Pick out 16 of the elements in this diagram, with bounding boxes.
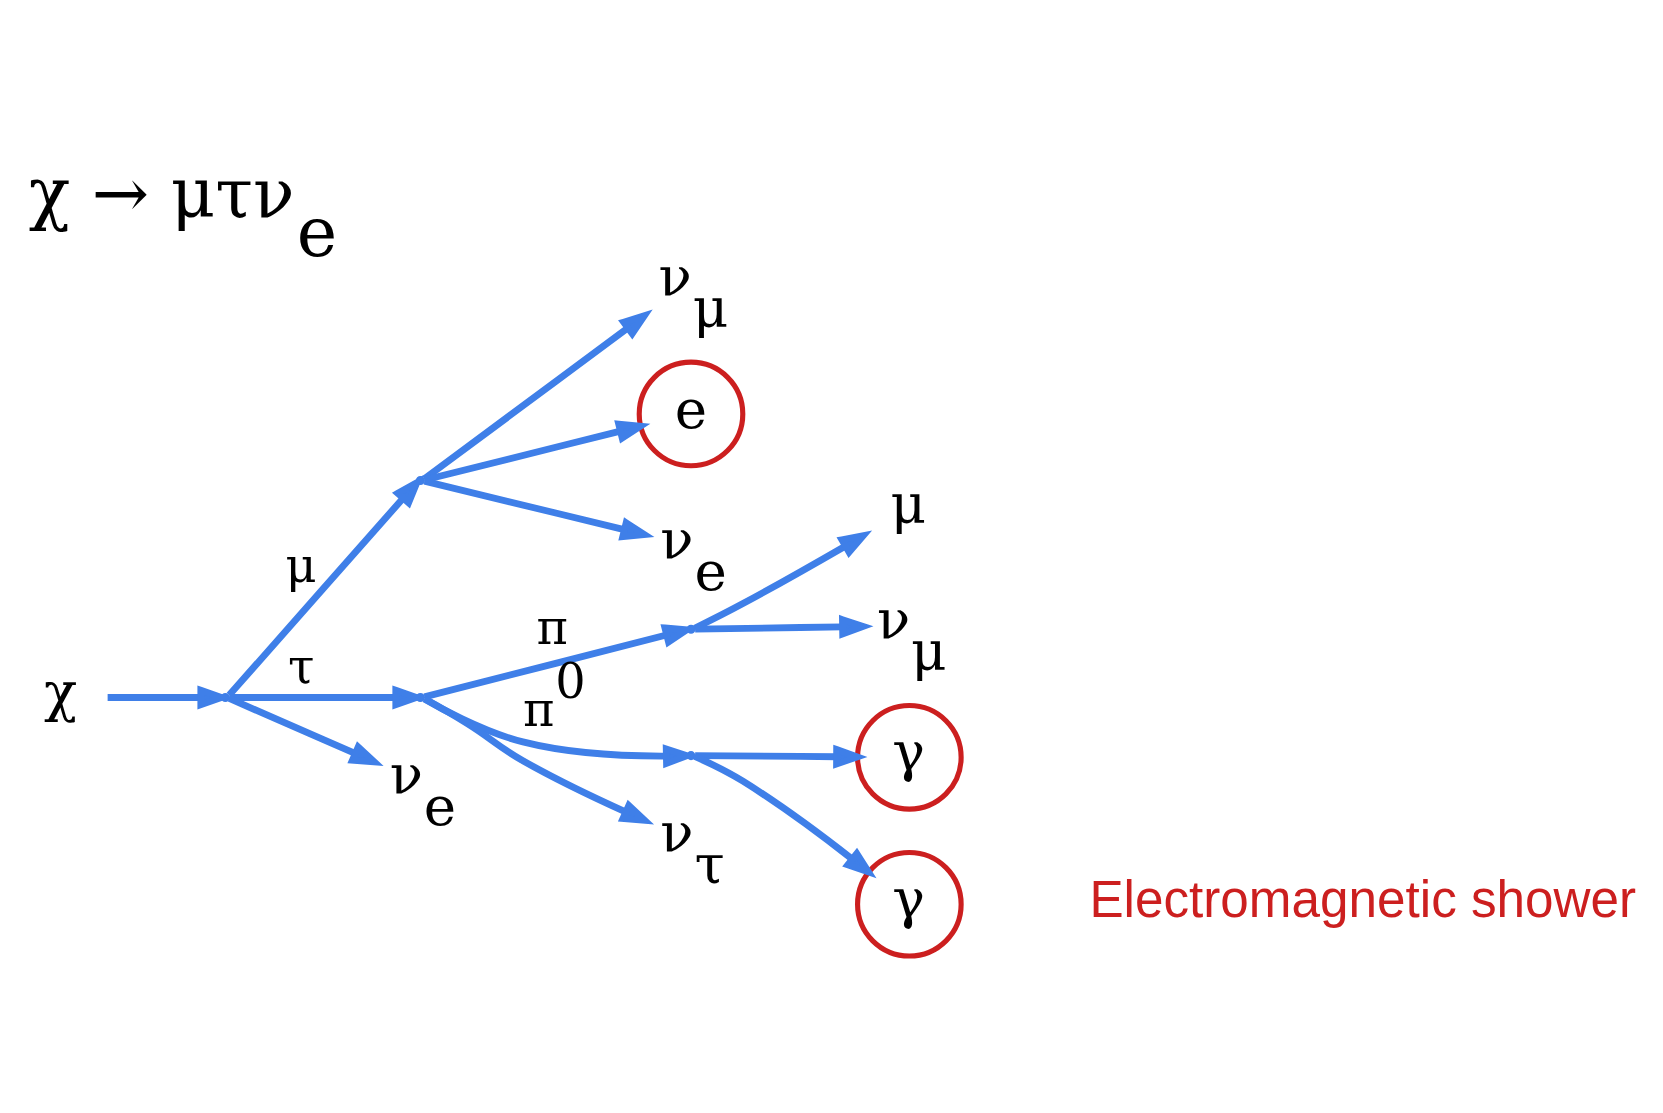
node-text: χ [44,660,78,725]
edge-label: τ [288,638,315,694]
node-text: μ [890,472,927,537]
arrow [693,530,873,632]
label: Electromagnetic shower [1089,871,1637,929]
edge-label: π [536,599,568,655]
arrow [422,695,655,825]
arrow [227,695,384,766]
node-circle: e [636,359,746,469]
arrow [422,309,653,482]
arrow [695,614,874,639]
arrow [423,477,655,541]
node-circle: γ [855,702,964,812]
arrow [693,753,877,879]
edge-label: μ [285,538,317,594]
node-circle: γ [855,849,964,959]
